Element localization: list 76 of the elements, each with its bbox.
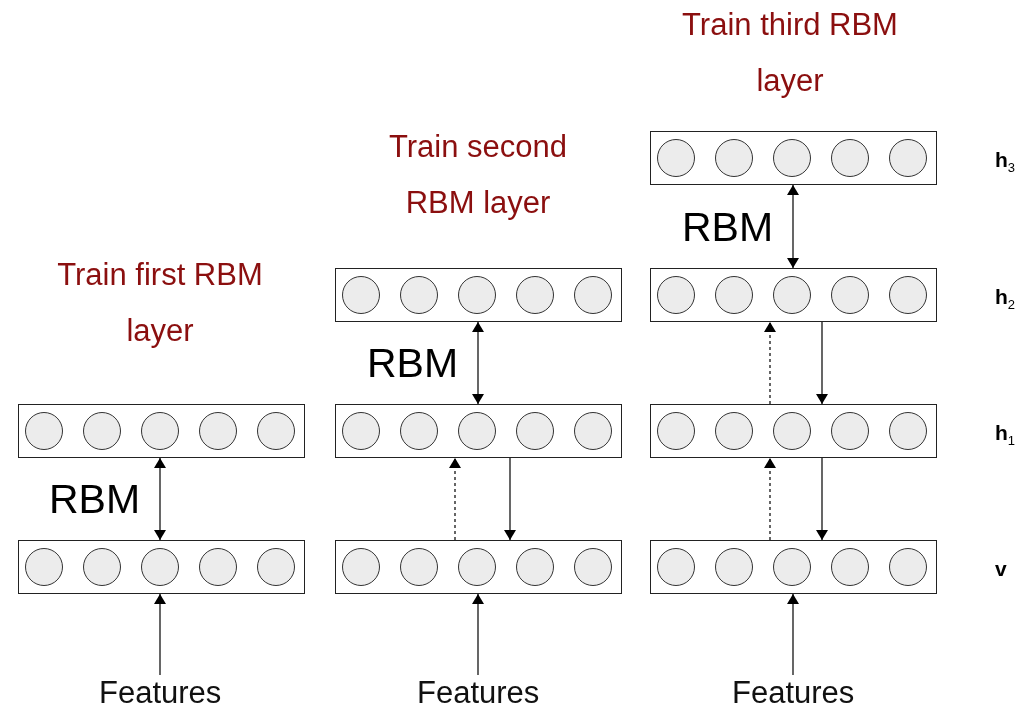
input-label: Features	[99, 675, 222, 710]
layer-box	[335, 268, 622, 322]
arrow	[788, 593, 798, 676]
stage-title: Train second RBM layer	[387, 128, 569, 222]
arrow	[473, 321, 483, 405]
layer-name: h$_{3}$	[995, 147, 1016, 178]
neuron-circle	[516, 276, 554, 314]
neuron-circle	[889, 548, 927, 586]
neuron-circle	[773, 548, 811, 586]
neuron-circle	[657, 548, 695, 586]
neuron-circle	[458, 276, 496, 314]
layer-box	[650, 131, 937, 185]
arrow	[817, 321, 827, 405]
layer-box	[650, 540, 937, 594]
neuron-circle	[342, 548, 380, 586]
layer-name: v	[995, 556, 1007, 582]
neuron-circle	[773, 412, 811, 450]
stage-title: Train third RBM layer	[681, 6, 899, 100]
neuron-circle	[889, 276, 927, 314]
neuron-circle	[715, 548, 753, 586]
arrow	[155, 593, 165, 676]
neuron-circle	[715, 276, 753, 314]
neuron-circle	[715, 139, 753, 177]
layer-name: h$_{1}$	[995, 420, 1016, 451]
neuron-circle	[831, 276, 869, 314]
neuron-circle	[657, 276, 695, 314]
neuron-circle	[657, 412, 695, 450]
neuron-circle	[342, 412, 380, 450]
neuron-circle	[889, 139, 927, 177]
arrow	[817, 457, 827, 541]
neuron-circle	[342, 276, 380, 314]
neuron-circle	[574, 276, 612, 314]
neuron-circle	[199, 548, 237, 586]
neuron-circle	[400, 412, 438, 450]
layer-box	[18, 540, 305, 594]
layer-box	[18, 404, 305, 458]
neuron-circle	[831, 548, 869, 586]
neuron-circle	[25, 412, 63, 450]
neuron-circle	[831, 412, 869, 450]
neuron-circle	[657, 139, 695, 177]
arrow	[473, 593, 483, 676]
neuron-circle	[458, 548, 496, 586]
neuron-circle	[83, 548, 121, 586]
neuron-circle	[831, 139, 869, 177]
arrow	[505, 457, 515, 541]
neuron-circle	[773, 139, 811, 177]
neuron-circle	[400, 276, 438, 314]
neuron-circle	[889, 412, 927, 450]
input-label: Features	[417, 675, 540, 710]
neuron-circle	[141, 548, 179, 586]
arrow	[450, 457, 460, 541]
neuron-circle	[400, 548, 438, 586]
layer-box	[650, 268, 937, 322]
neuron-circle	[516, 412, 554, 450]
layer-box	[650, 404, 937, 458]
neuron-circle	[458, 412, 496, 450]
arrow	[788, 184, 798, 269]
neuron-circle	[83, 412, 121, 450]
arrow	[765, 457, 775, 541]
neuron-circle	[574, 548, 612, 586]
neuron-circle	[574, 412, 612, 450]
neuron-circle	[773, 276, 811, 314]
neuron-circle	[199, 412, 237, 450]
layer-name: h$_{2}$	[995, 284, 1016, 315]
neuron-circle	[141, 412, 179, 450]
arrow	[765, 321, 775, 405]
neuron-circle	[516, 548, 554, 586]
neuron-circle	[715, 412, 753, 450]
neuron-circle	[25, 548, 63, 586]
stage-title: Train first RBM layer	[56, 256, 264, 350]
neuron-circle	[257, 412, 295, 450]
layer-box	[335, 404, 622, 458]
arrow	[155, 457, 165, 541]
input-label: Features	[732, 675, 855, 710]
layer-box	[335, 540, 622, 594]
neuron-circle	[257, 548, 295, 586]
